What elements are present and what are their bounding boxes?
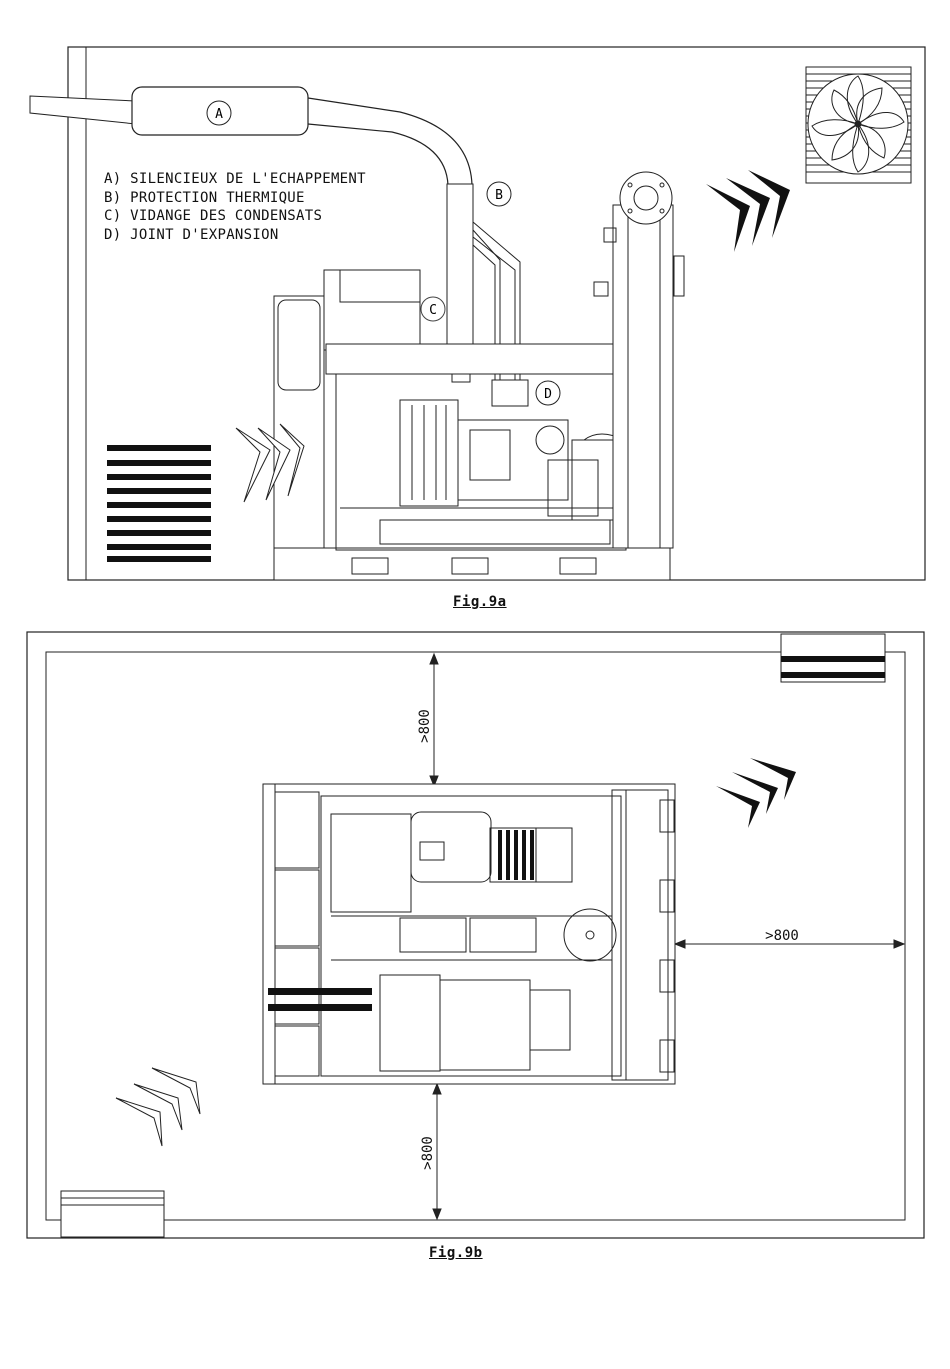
legend: A) SILENCIEUX DE L'ECHAPPEMENT B) PROTEC… bbox=[104, 170, 366, 244]
airflow-arrows-icon bbox=[716, 758, 796, 828]
ventilation-grille-icon bbox=[107, 445, 211, 562]
svg-text:A: A bbox=[215, 107, 223, 122]
dimension-right-label: >800 bbox=[765, 928, 799, 944]
callout-d: D bbox=[536, 381, 560, 405]
airflow-arrows-icon bbox=[706, 170, 790, 252]
airflow-arrows-icon bbox=[116, 1068, 200, 1146]
callout-c: C bbox=[421, 297, 445, 321]
fig9a-caption: Fig.9a bbox=[453, 594, 507, 610]
fan-icon bbox=[806, 67, 911, 183]
dimension-top-label: >800 bbox=[417, 709, 433, 743]
ventilation-grille-icon bbox=[781, 634, 885, 682]
legend-item-a: A) SILENCIEUX DE L'ECHAPPEMENT bbox=[104, 170, 366, 189]
air-inlet-opening bbox=[61, 1191, 164, 1237]
svg-text:C: C bbox=[429, 303, 437, 318]
legend-item-c: C) VIDANGE DES CONDENSATS bbox=[104, 207, 366, 226]
svg-text:D: D bbox=[544, 387, 552, 402]
fig9b-drawing: >800 >800 >800 bbox=[0, 620, 950, 1250]
generator-set-plan-view bbox=[263, 784, 675, 1084]
callout-b: B bbox=[487, 182, 511, 206]
fig9a-drawing: A B C D bbox=[0, 0, 950, 600]
dimension-bottom-label: >800 bbox=[420, 1136, 436, 1170]
fig9b-caption: Fig.9b bbox=[429, 1245, 483, 1261]
callout-a: A bbox=[207, 101, 231, 125]
legend-item-d: D) JOINT D'EXPANSION bbox=[104, 226, 366, 245]
legend-item-b: B) PROTECTION THERMIQUE bbox=[104, 189, 366, 208]
svg-text:B: B bbox=[495, 188, 503, 203]
thermal-protection bbox=[447, 184, 473, 370]
